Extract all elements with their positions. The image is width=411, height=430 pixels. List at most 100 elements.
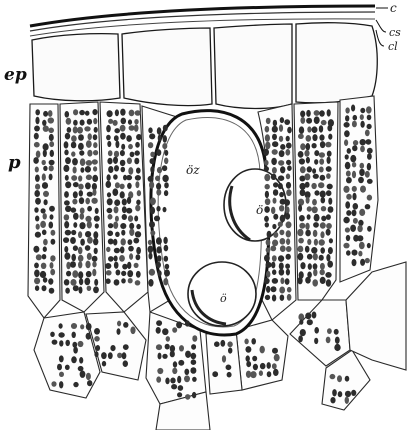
grain (66, 262, 70, 269)
grain (129, 125, 135, 131)
grain (123, 360, 128, 367)
grain (326, 190, 332, 196)
grain (120, 160, 126, 166)
grain (305, 230, 311, 237)
grain (34, 133, 39, 140)
grain (265, 198, 271, 205)
grain (192, 392, 196, 398)
grain (330, 374, 336, 379)
grain (106, 247, 110, 252)
grain (135, 181, 139, 188)
grain (128, 119, 132, 124)
grain (171, 384, 177, 389)
grain (265, 134, 270, 142)
label-cuticle-layers: cs (389, 26, 401, 39)
grain (80, 239, 85, 246)
grain (156, 344, 162, 350)
grain (266, 247, 271, 252)
grain (162, 165, 167, 171)
grain (64, 246, 68, 253)
grain (360, 146, 365, 153)
grain (49, 288, 55, 294)
grain (156, 320, 162, 326)
grain (122, 352, 127, 359)
grain (64, 279, 70, 285)
grain (71, 230, 76, 235)
grain (172, 327, 177, 333)
grain (48, 128, 54, 134)
label-parenchyma: p (8, 152, 21, 173)
grain (42, 254, 47, 259)
grain (273, 214, 278, 220)
grain (108, 150, 113, 156)
grain (163, 135, 167, 143)
grain (85, 198, 90, 205)
grain (272, 240, 278, 247)
grain (86, 271, 92, 277)
grain (184, 375, 190, 382)
grain (84, 278, 90, 286)
grain (115, 141, 119, 149)
grain (350, 225, 356, 232)
grain (57, 364, 62, 371)
grain (360, 163, 365, 169)
grain (95, 208, 99, 214)
grain (286, 189, 291, 196)
grain (287, 294, 292, 301)
grain (279, 205, 284, 211)
grain (35, 198, 41, 205)
grain (297, 229, 303, 237)
grain (357, 235, 363, 241)
grain (49, 134, 54, 141)
grain (325, 272, 331, 278)
grain (34, 190, 40, 197)
grain (65, 157, 71, 164)
grain (284, 199, 290, 206)
grain (65, 365, 70, 370)
grain (178, 385, 184, 391)
grain (48, 110, 53, 117)
grain (312, 126, 318, 133)
grain (73, 126, 78, 133)
grain (59, 355, 64, 362)
grain (165, 344, 170, 350)
grain (51, 239, 56, 245)
grain (64, 252, 70, 259)
grain (246, 355, 250, 361)
grain (318, 182, 324, 188)
grain (300, 166, 306, 173)
grain (280, 144, 285, 150)
grain (121, 278, 126, 283)
grain (49, 160, 55, 166)
grain (108, 352, 113, 359)
grain (273, 182, 278, 187)
grain (305, 313, 311, 320)
grain (319, 152, 325, 158)
grain (272, 134, 277, 140)
grain (67, 127, 72, 133)
grain (59, 323, 63, 328)
grain (326, 254, 330, 261)
grain (107, 231, 113, 237)
grain (150, 207, 155, 214)
grain (120, 223, 126, 229)
grain (321, 216, 326, 222)
grain (185, 394, 190, 400)
grain (43, 111, 48, 117)
grain (353, 203, 359, 210)
grain (286, 174, 290, 180)
grain (35, 109, 40, 115)
grain (358, 177, 364, 183)
grain (273, 120, 277, 127)
grain (106, 270, 112, 275)
grain (84, 126, 90, 131)
grain (108, 119, 113, 124)
grain (299, 158, 305, 164)
grain (156, 246, 161, 253)
grain (306, 143, 311, 150)
grain (44, 199, 48, 205)
grain (35, 232, 41, 238)
grain (311, 183, 316, 189)
grain (314, 110, 320, 116)
grain (85, 216, 91, 222)
